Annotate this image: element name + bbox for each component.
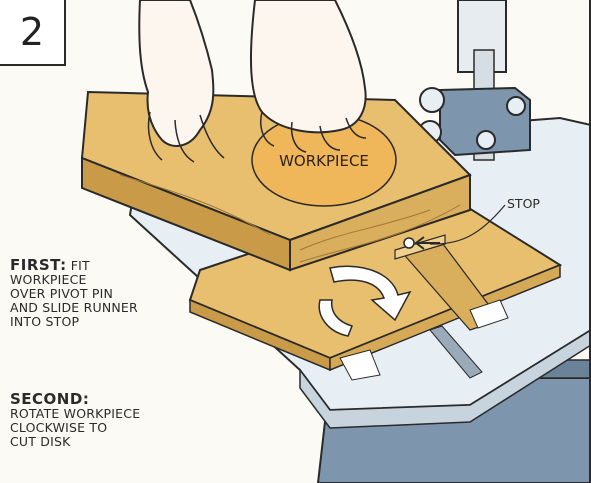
guide-knob-right bbox=[507, 97, 525, 115]
second-line-3: CUT DISK bbox=[10, 434, 71, 449]
guide-knob-low bbox=[477, 131, 495, 149]
pivot-pin bbox=[404, 238, 414, 248]
guide-knob-top bbox=[420, 88, 444, 112]
second-line-1: ROTATE WORKPIECE bbox=[10, 406, 140, 421]
stop-label: STOP bbox=[507, 196, 540, 211]
right-hand bbox=[251, 0, 366, 132]
first-line-4: AND SLIDE RUNNER bbox=[10, 300, 138, 315]
second-instruction: SECOND: ROTATE WORKPIECE CLOCKWISE TO CU… bbox=[10, 392, 140, 449]
workpiece-label: WORKPIECE bbox=[256, 152, 392, 170]
first-line-2: WORKPIECE bbox=[10, 272, 87, 287]
second-line-2: CLOCKWISE TO bbox=[10, 420, 107, 435]
first-line-3: OVER PIVOT PIN bbox=[10, 286, 113, 301]
first-line-5: INTO STOP bbox=[10, 314, 79, 329]
first-instruction: FIRST: FIT WORKPIECE OVER PIVOT PIN AND … bbox=[10, 258, 138, 329]
first-line-1: FIT bbox=[71, 258, 90, 273]
step-number: 2 bbox=[20, 10, 44, 54]
step-number-box: 2 bbox=[0, 0, 66, 66]
